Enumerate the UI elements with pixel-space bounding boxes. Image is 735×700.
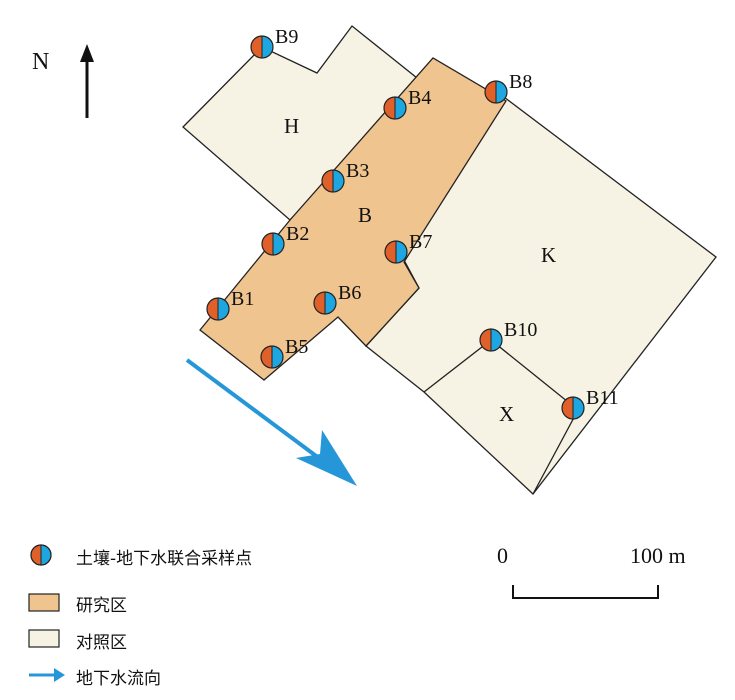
control-area-x-boundary (423, 339, 579, 495)
groundwater-flow-arrow (185, 358, 357, 486)
legend-study-area-swatch (28, 593, 60, 612)
sample-point-b1 (206, 297, 230, 321)
scale-start-label: 0 (497, 543, 508, 568)
sample-point-label-b1: B1 (231, 288, 254, 310)
sample-point-b4 (383, 96, 407, 120)
legend-sample-label: 土壤-地下水联合采样点 (76, 549, 253, 569)
sample-point-b2 (261, 232, 285, 256)
scale-end-label: 100 m (630, 543, 686, 568)
sample-point-b8 (484, 80, 508, 104)
sample-point-b6 (313, 291, 337, 315)
zone-label-k: K (541, 243, 556, 267)
sample-point-b7 (384, 240, 408, 264)
north-label: N (32, 49, 49, 75)
control-area-k (365, 90, 717, 495)
sample-point-b9 (250, 35, 274, 59)
legend-control-area-label: 对照区 (76, 633, 127, 653)
sample-point-label-b7: B7 (409, 231, 432, 253)
sample-point-b5 (260, 345, 284, 369)
sample-point-b3 (321, 169, 345, 193)
sample-point-label-b3: B3 (346, 160, 369, 182)
legend-control-area-swatch (28, 629, 60, 648)
scale-bar (512, 585, 659, 599)
sample-point-label-b8: B8 (509, 71, 532, 93)
sample-point-b11 (561, 396, 585, 420)
sample-point-label-b2: B2 (286, 223, 309, 245)
zone-label-h: H (284, 114, 299, 138)
legend-flow-label: 地下水流向 (76, 669, 161, 689)
zone-label-x: X (499, 402, 514, 426)
sample-point-label-b4: B4 (408, 87, 431, 109)
sample-point-label-b6: B6 (338, 282, 361, 304)
sample-point-label-b10: B10 (504, 319, 537, 341)
sample-point-label-b9: B9 (275, 26, 298, 48)
legend-sample-icon (30, 544, 52, 566)
sample-point-label-b5: B5 (285, 336, 308, 358)
sample-point-label-b11: B11 (586, 387, 619, 409)
legend-study-area-label: 研究区 (76, 596, 127, 616)
north-arrow (80, 44, 94, 118)
zone-label-b: B (358, 203, 372, 227)
study-area-b (199, 57, 507, 381)
sample-point-b10 (479, 328, 503, 352)
legend-flow-icon (29, 668, 65, 682)
